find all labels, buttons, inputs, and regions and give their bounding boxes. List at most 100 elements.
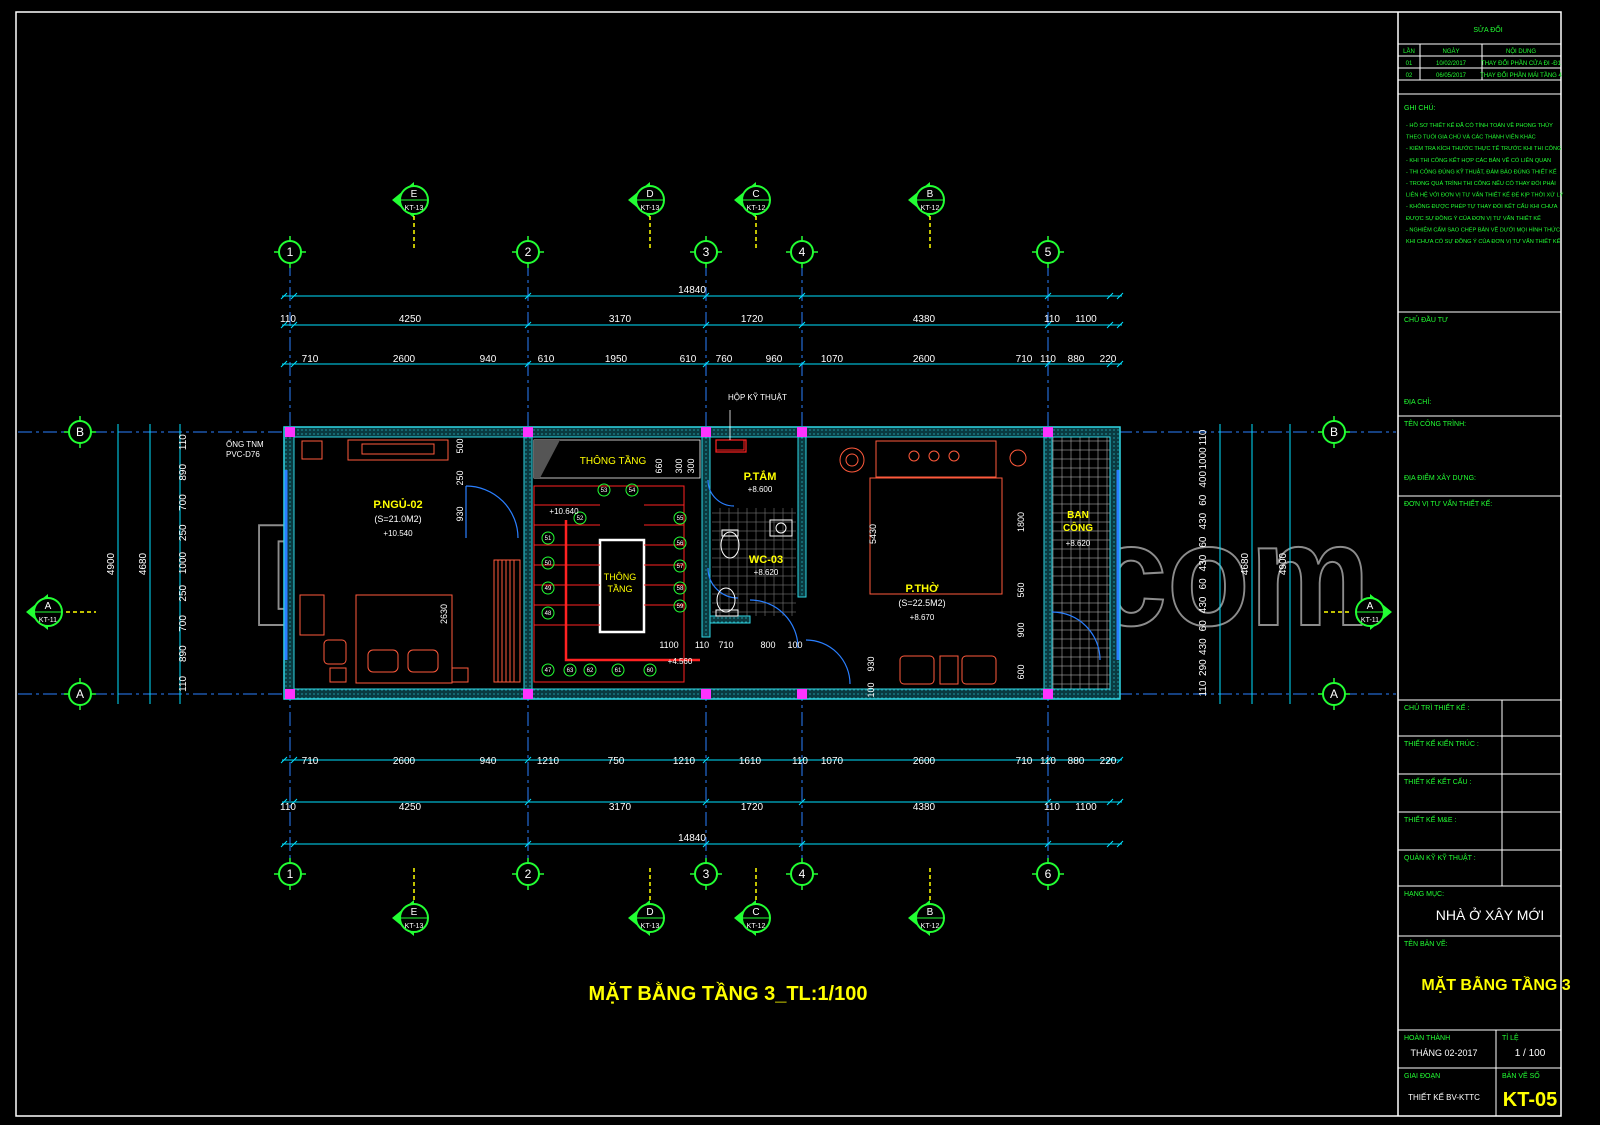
svg-text:E: E (411, 907, 418, 918)
dim-left-detail: 700 (178, 494, 189, 511)
dim-top-detail: 880 (1068, 354, 1085, 365)
dim-bottom-detail: 2600 (913, 756, 936, 767)
svg-text:3: 3 (703, 245, 710, 259)
rev-1-date: 10/02/2017 (1436, 61, 1467, 67)
note-line: - TRONG QUÁ TRÌNH THI CÔNG NẾU CÓ THAY Đ… (1406, 180, 1556, 187)
svg-text:KT-12: KT-12 (747, 205, 766, 212)
room-label-void-top: THÔNG TẦNG (580, 454, 647, 467)
svg-text:A: A (1330, 687, 1338, 701)
rev-2-content: THAY ĐỔI PHẦN MÁI TẦNG 4 (1480, 72, 1562, 79)
partition-wall (1043, 436, 1053, 690)
svg-text:3: 3 (703, 867, 710, 881)
role-architecture: THIẾT KẾ KIẾN TRÚC : (1404, 738, 1479, 748)
room-label-balcony-2: CÔNG (1063, 521, 1093, 534)
section-marker: DKT-13 (628, 182, 665, 218)
dim-right-detail: 290 (1198, 659, 1209, 676)
dim-right-detail: 400 (1198, 471, 1209, 488)
svg-text:A: A (76, 687, 84, 701)
sheet-frame (15, 11, 1562, 1117)
svg-text:57: 57 (677, 564, 684, 570)
svg-text:B: B (1330, 425, 1338, 439)
stair-step: 55 (673, 511, 687, 525)
section-marker: CKT-12 (734, 182, 771, 218)
dim-bottom-segment: 4250 (399, 802, 422, 813)
dim-bottom-detail: 880 (1068, 756, 1085, 767)
stair-step: 59 (673, 599, 687, 613)
svg-text:1: 1 (287, 245, 294, 259)
dim-top-detail: 760 (716, 354, 733, 365)
technical-shaft (715, 439, 747, 453)
svg-text:B: B (927, 907, 934, 918)
dim-bottom-detail: 1210 (537, 756, 560, 767)
svg-text:KT-12: KT-12 (921, 923, 940, 930)
interior-dim: 5430 (868, 524, 878, 544)
dim-top-detail: 220 (1100, 354, 1117, 365)
stair-step: 53 (597, 483, 611, 497)
svg-text:KT-13: KT-13 (641, 205, 660, 212)
section-marker: B KT-12 (908, 900, 945, 936)
dim-top-detail: 710 (1016, 354, 1033, 365)
interior-dim: 500 (455, 438, 465, 453)
dim-top-detail: 710 (302, 354, 319, 365)
columns (285, 427, 1053, 699)
completion-value: THÁNG 02-2017 (1410, 1048, 1477, 1058)
svg-text:1: 1 (287, 867, 294, 881)
room-level-bedroom: +10.540 (383, 529, 413, 538)
note-line: ĐƯỢC SỰ ĐỒNG Ý CỦA ĐƠN VỊ TƯ VẤN THIẾT K… (1406, 215, 1541, 222)
interior-dim: 300 (686, 458, 696, 473)
section-marker: AKT-11 (1355, 594, 1392, 630)
stair-dim: 800 (760, 640, 775, 650)
stair-dim: 100 (787, 640, 802, 650)
svg-text:B: B (76, 425, 84, 439)
stair-step: 51 (541, 531, 555, 545)
stair-step: 57 (673, 559, 687, 573)
svg-text:59: 59 (677, 604, 684, 610)
stair-dim: 1100 (659, 640, 678, 650)
stair-step: 58 (673, 581, 687, 595)
sheet-no-value: KT-05 (1503, 1089, 1557, 1111)
dim-top-segment: 3170 (609, 314, 632, 325)
bedroom-furniture (299, 439, 521, 684)
dim-bottom-detail: 1610 (739, 756, 762, 767)
role-structure: THIẾT KẾ KẾT CẤU : (1404, 776, 1471, 786)
dim-bottom-detail: 220 (1100, 756, 1117, 767)
svg-text:KT-11: KT-11 (39, 617, 57, 624)
svg-text:2: 2 (525, 867, 532, 881)
svg-text:5: 5 (1045, 245, 1052, 259)
bathroom-fixtures (715, 439, 793, 617)
grid-bubble-left: A (64, 678, 96, 710)
dim-bottom-segment: 110 (280, 802, 296, 813)
dim-top-segment: 4250 (399, 314, 422, 325)
room-label-balcony-1: BAN (1067, 510, 1089, 521)
room-level-wc: +8.620 (754, 568, 779, 577)
note-line: THEO TUỔI GIA CHỦ VÀ CÁC THÀNH VIÊN KHÁC (1406, 133, 1536, 141)
sheet-name-label: TÊN BẢN VẼ: (1404, 939, 1448, 948)
dim-top-detail: 1950 (605, 354, 628, 365)
svg-text:49: 49 (545, 586, 552, 592)
dim-top-detail: 940 (480, 354, 497, 365)
dim-right-detail: 60 (1198, 620, 1209, 632)
dimension-ticks (280, 292, 1124, 848)
svg-text:52: 52 (577, 516, 584, 522)
interior-dim: 100 (866, 682, 876, 697)
dim-right-detail: 430 (1198, 638, 1209, 655)
rev-1-content: THAY ĐỔI PHẦN CỬA ĐI -Đ1 (1481, 60, 1562, 67)
dim-top-segment: 1100 (1075, 314, 1097, 325)
dim-top-segment: 4380 (913, 314, 936, 325)
svg-text:55: 55 (677, 516, 684, 522)
svg-text:47: 47 (545, 668, 552, 674)
role-mep: THIẾT KẾ M&E : (1404, 814, 1456, 824)
room-label-altar: P.THỜ (905, 582, 939, 595)
role-qa: QUẢN KỸ KỸ THUẬT : (1404, 853, 1476, 862)
section-markers: EKT-13EKT-13DKT-13DKT-13CKT-12CKT-12BKT-… (26, 182, 1392, 936)
svg-text:51: 51 (545, 536, 552, 542)
dim-left-detail: 1000 (178, 551, 189, 574)
grid-bubble-bottom: 1 (274, 858, 306, 890)
svg-text:61: 61 (615, 668, 622, 674)
grid-bubble-bottom: 6 (1032, 858, 1064, 890)
note-line: - THI CÔNG ĐÚNG KỸ THUẬT, ĐẢM BẢO ĐÚNG T… (1406, 168, 1557, 175)
category-value: NHÀ Ở XÂY MỚI (1436, 906, 1545, 923)
notes-list: - HỒ SƠ THIẾT KẾ ĐÃ CÓ TÍNH TOÁN VỀ PHON… (1406, 122, 1564, 245)
svg-text:50: 50 (545, 561, 552, 567)
dim-bottom-detail: 940 (480, 756, 497, 767)
